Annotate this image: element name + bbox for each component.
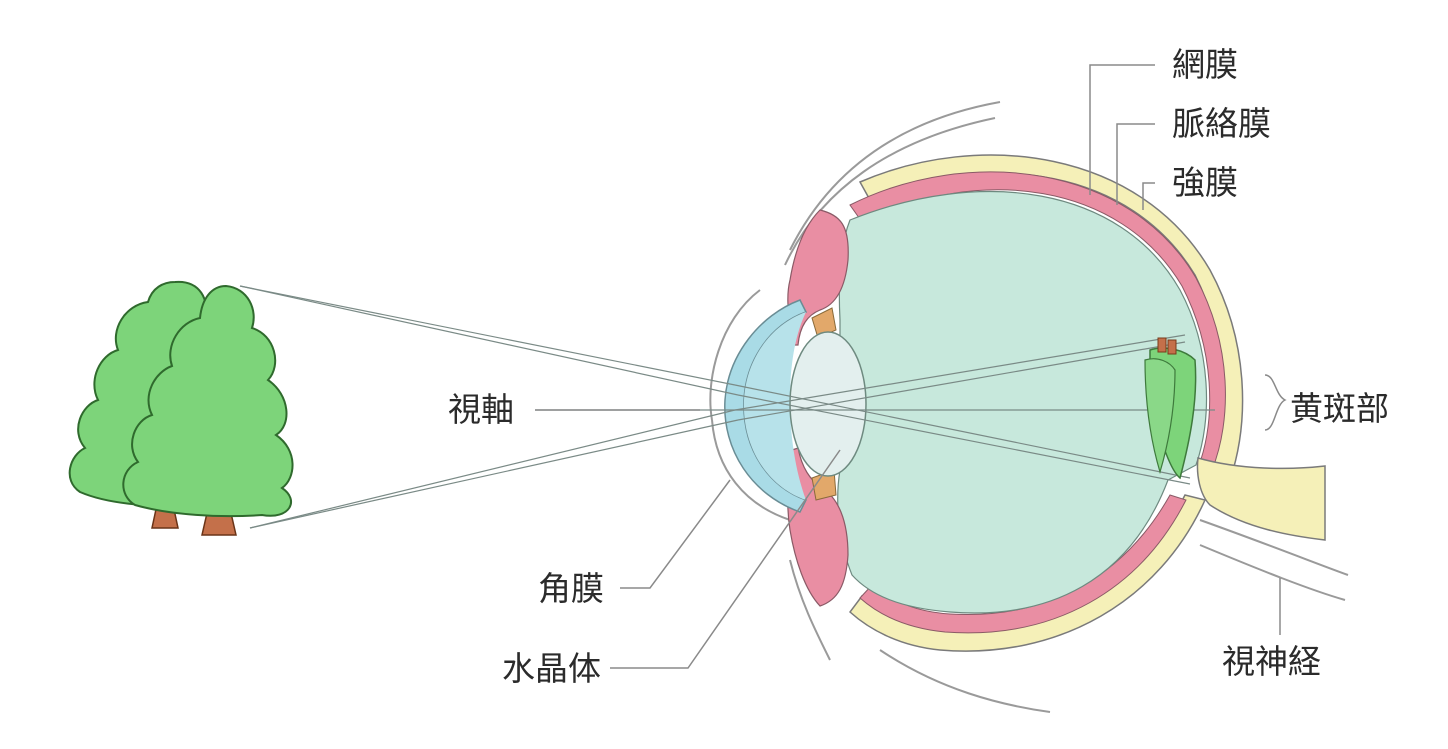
label-choroid: 脈絡膜 [1172, 104, 1271, 143]
tree-front-foliage [122, 284, 294, 518]
tree-object [68, 280, 294, 536]
retinal-image [1144, 337, 1197, 480]
label-macula: 黄斑部 [1290, 389, 1389, 428]
anterior-chamber [743, 312, 806, 500]
eyelid-outline [709, 101, 1349, 713]
label-optic-nerve: 視神経 [1222, 642, 1321, 681]
zonule-fibres [811, 307, 837, 501]
vitreous-body [837, 191, 1208, 614]
label-visual-axis: 視軸 [448, 390, 514, 429]
optic-nerve [1196, 457, 1326, 541]
label-sclera: 強膜 [1172, 163, 1238, 202]
label-retina: 網膜 [1172, 45, 1238, 84]
label-cornea: 角膜 [538, 569, 604, 608]
leader-lines [535, 64, 1287, 669]
label-lens: 水晶体 [502, 649, 601, 688]
